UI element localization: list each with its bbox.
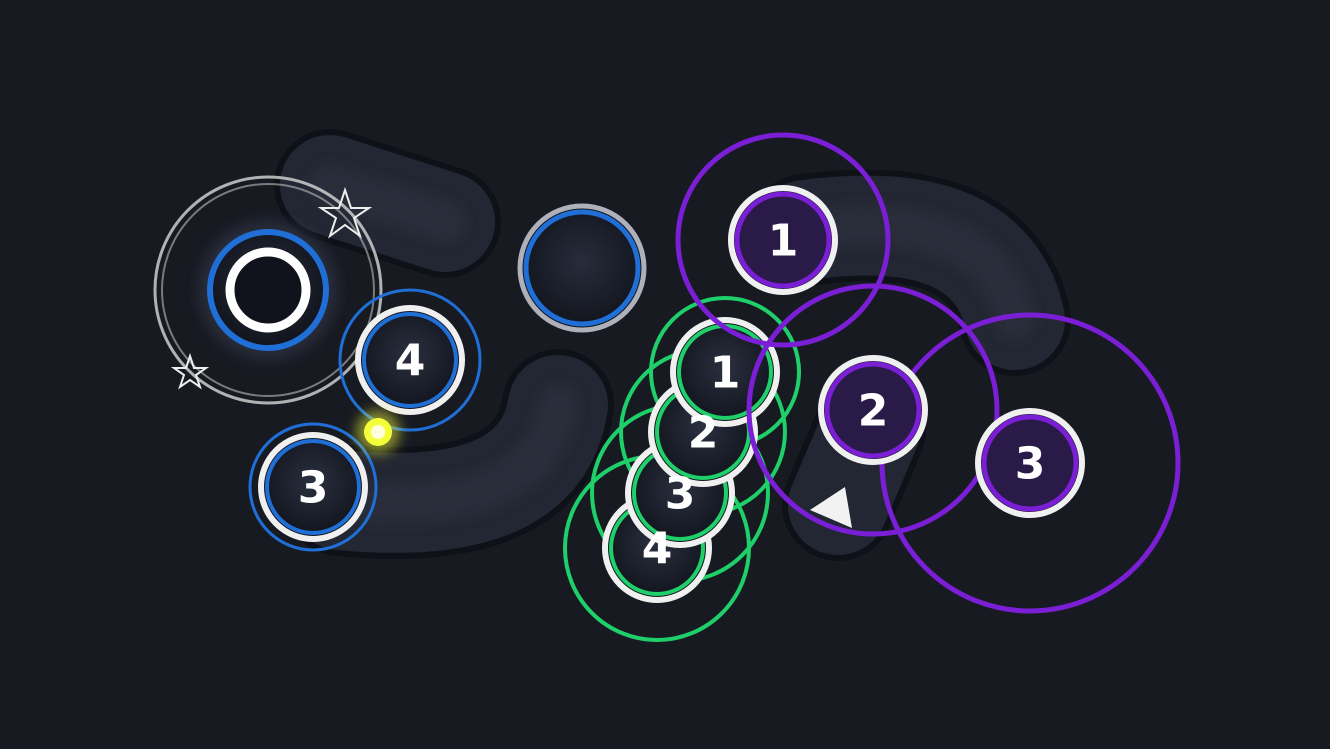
combo-number: 4 (642, 524, 673, 575)
combo-number: 4 (395, 336, 426, 387)
combo-number: 3 (665, 469, 696, 520)
reverse-arrow-icon (810, 487, 852, 528)
slider-top-left (274, 129, 501, 278)
combo-number: 2 (688, 408, 719, 459)
combo-number: 3 (1015, 439, 1046, 490)
combo-number: 1 (710, 348, 741, 399)
green-combo-numbers: 4 3 2 1 (642, 348, 741, 575)
star-sparkle-icon (170, 186, 373, 390)
slider-bottom-left (284, 349, 614, 559)
slider-top-right (749, 169, 1071, 376)
hit-circle-purple-1[interactable]: 1 (728, 185, 838, 295)
cursor (356, 410, 400, 454)
combo-number: 2 (858, 386, 889, 437)
combo-number: 3 (298, 463, 329, 514)
hit-circle-purple-2[interactable]: 2 (818, 355, 928, 465)
combo-number: 1 (768, 216, 799, 267)
hit-circle-purple-3[interactable]: 3 (975, 408, 1085, 518)
purple-combo-group: 3 2 1 (675, 132, 1181, 614)
blue-combo-group: 4 3 (153, 175, 647, 552)
hit-circle-blue-3[interactable]: 3 (248, 422, 378, 552)
hit-circle-held[interactable] (153, 175, 383, 405)
hit-circle-blue-4[interactable]: 4 (338, 288, 482, 432)
hit-circle-faded[interactable] (517, 203, 647, 333)
